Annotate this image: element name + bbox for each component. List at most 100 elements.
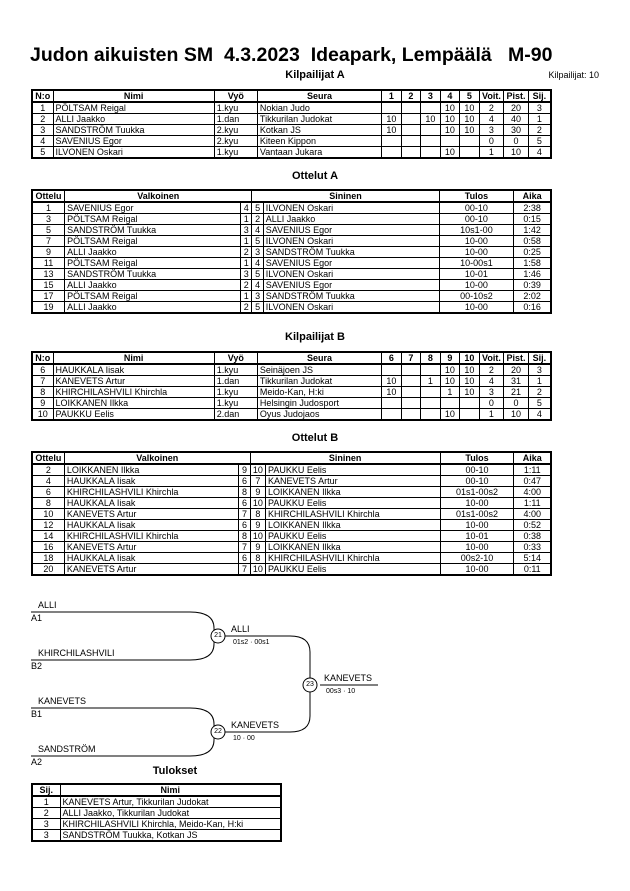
bracket-sf2-bottom-seed: A2 [31,757,43,767]
competitor-place: 4 [527,146,552,159]
match-number: 18 [31,552,65,564]
competitor-number: 9 [31,397,54,409]
col-match-header: Ottelu [31,451,65,465]
competitor-name: PAUKKU Eelis [52,408,215,421]
bracket-sf2-bottom-name: SANDSTRÖM [38,744,96,754]
bracket-match-number: 22 [214,728,222,735]
page-title: Judon aikuisten SM 4.3.2023 Ideapark, Le… [30,44,605,67]
col-club-header: Seura [256,89,383,103]
bracket-match-number: 21 [214,632,222,639]
match-number: 20 [31,563,65,576]
result-place: 3 [31,829,61,842]
matches-a-heading: Ottelut A [291,170,339,182]
pool-b-table: N:o Nimi Vyö Seura 6 7 8 9 10 Voit. Pist… [31,351,552,421]
result-name: KHIRCHILASHVILI Khirchla, Meido-Kan, H:k… [59,818,282,830]
col-round-header: 5 [459,89,480,103]
bracket-sf1-score: 01s2 · 00s1 [233,639,270,646]
match-blue-number: 10 [249,563,267,576]
match-blue-number: 5 [251,235,264,247]
matches-b-heading: Ottelut B [291,432,339,444]
match-time: 0:11 [513,563,552,576]
competitor-wins: 2 [478,363,505,376]
competitor-belt: 2.dan [213,408,258,421]
result-place: 2 [31,807,61,819]
result-name: ALLI Jaakko, Tikkurilan Judokat [59,807,282,819]
col-place-header: Sij. [527,351,552,365]
competitor-club: Vantaan Jukara [256,146,383,159]
match-time: 0:16 [513,301,552,314]
match-blue-name: ILVONEN Oskari [262,301,440,314]
competitor-club: Helsingin Judosport [256,397,383,409]
col-club-header: Seura [256,351,383,365]
bracket-final-winner: KANEVETS [324,673,373,683]
match-blue-number: 8 [249,552,267,564]
match-white-name: PÖLTSAM Reigal [64,290,242,302]
competitor-place: 5 [527,397,552,409]
match-blue-number: 5 [251,301,264,314]
competitor-points: 0 [503,135,529,147]
match-blue-number: 4 [251,257,264,269]
match-blue-name: SANDSTRÖM Tuukka [262,290,440,302]
competitor-belt: 1.kyu [213,397,258,409]
competitor-club: Kiteen Kippon [256,135,383,147]
col-wins-header: Voit. [478,351,505,365]
competitor-number: 10 [31,408,54,421]
competitor-wins: 0 [478,135,505,147]
col-place-header: Sij. [31,783,61,797]
col-time-header: Aika [513,451,552,465]
pool-a-heading: Kilpailijat A [285,69,345,81]
col-name-header: Nimi [59,783,282,797]
bracket-final-score: 00s3 · 10 [326,688,356,695]
title-date: 4.3.2023 [223,44,300,66]
col-wins-header: Voit. [478,89,505,103]
bracket-sf1-top-name: ALLI [38,600,57,610]
match-time: 2:02 [513,290,552,302]
match-time: 1:46 [513,268,552,280]
competitor-wins: 0 [478,397,505,409]
bracket-match-number: 23 [306,681,314,688]
competitor-number: 4 [31,135,54,147]
competitor-place: 5 [527,135,552,147]
bracket-sf2-score: 10 · 00 [233,735,255,742]
match-white-name: ALLI Jaakko [64,301,242,314]
col-time-header: Aika [513,189,552,203]
result-place: 1 [31,795,61,808]
bracket-sf2-winner: KANEVETS [231,720,280,730]
competitor-number: 5 [31,146,54,159]
pool-b-heading: Kilpailijat B [285,331,345,343]
match-white-name: KANEVETS Artur [63,563,240,576]
col-round-header: 7 [400,351,422,365]
col-round-header: 10 [459,351,480,365]
title-event: Judon aikuisten SM [30,44,214,66]
competitor-club: Oyus Judojaos [256,408,383,421]
col-blue-header: Sininen [249,451,441,465]
result-place: 3 [31,818,61,830]
result-name: SANDSTRÖM Tuukka, Kotkan JS [59,829,282,842]
competitor-place: 1 [527,113,552,125]
title-weight-class: M-90 [507,44,553,66]
bracket-sf2-top-name: KANEVETS [38,696,87,706]
pool-a-table: N:o Nimi Vyö Seura 1 2 3 4 5 Voit. Pist.… [31,89,552,159]
